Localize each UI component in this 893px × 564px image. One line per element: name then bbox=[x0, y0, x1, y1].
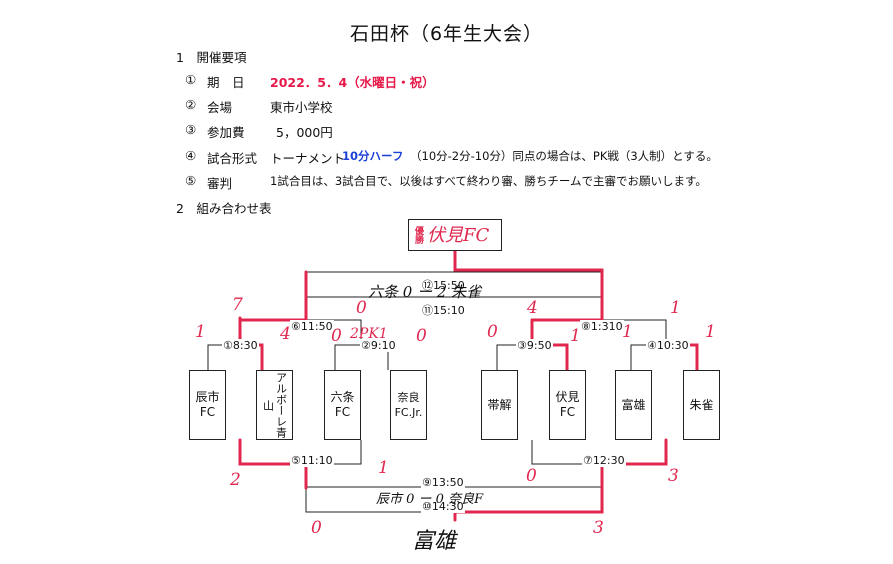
page-title: 石田杯（6年生大会） bbox=[349, 23, 544, 45]
score-m4-left: 1 bbox=[622, 322, 633, 342]
item-2-num: ② bbox=[185, 97, 197, 112]
match-12-label: ⑫15:50 bbox=[421, 277, 466, 293]
third-place-winner: 富雄 bbox=[412, 529, 457, 554]
item-1-label: 期 日 bbox=[207, 75, 245, 90]
match-5-label: ⑤11:10 bbox=[290, 454, 334, 467]
champion-label: 優勝 bbox=[413, 226, 423, 244]
section-heading-requirements: 1 開催要項 bbox=[176, 50, 247, 65]
item-5-label: 審判 bbox=[207, 176, 233, 191]
score-m1-left: 1 bbox=[195, 322, 206, 342]
score-m5-left: 2 bbox=[230, 470, 241, 490]
score-m7-right: 3 bbox=[668, 466, 679, 486]
item-3-value: 5，000円 bbox=[276, 125, 333, 140]
item-2-label: 会場 bbox=[207, 100, 233, 115]
champion-box: 優勝 伏見FC bbox=[408, 219, 502, 251]
score-m6-right: 0 bbox=[356, 298, 367, 318]
score-m3-right: 1 bbox=[570, 326, 581, 346]
score-m3-left: 0 bbox=[487, 322, 498, 342]
team-box-nara: 奈良 FC.Jr. bbox=[390, 370, 427, 440]
match-1-label: ①8:30 bbox=[222, 339, 259, 352]
team-box-rokujo: 六条 FC bbox=[324, 370, 361, 440]
score-m10-right: 3 bbox=[593, 518, 604, 538]
match-6-label: ⑥11:50 bbox=[290, 320, 334, 333]
score-m2-right: 0 bbox=[416, 326, 427, 346]
item-4-value-c: （10分-2分-10分）同点の場合は、PK戦（3人制）とする。 bbox=[410, 149, 718, 163]
score-m5-right: 1 bbox=[378, 458, 389, 478]
match-8-label: ⑧1:310 bbox=[580, 320, 624, 333]
score-m2-left: 0 bbox=[331, 326, 342, 346]
match-4-label: ④10:30 bbox=[646, 339, 690, 352]
score-m2-pk: 2PK1 bbox=[350, 326, 388, 342]
team-box-obitoke: 帯解 bbox=[481, 370, 518, 440]
item-2-value: 東市小学校 bbox=[270, 100, 333, 115]
item-1-num: ① bbox=[185, 72, 197, 87]
match-3-label: ③9:50 bbox=[516, 339, 553, 352]
third-place-result: 辰市 0 ー 0 奈良F bbox=[376, 492, 484, 507]
match-7-label: ⑦12:30 bbox=[582, 454, 626, 467]
item-4-num: ④ bbox=[185, 148, 197, 163]
match-11-label: ⑪15:10 bbox=[421, 302, 466, 318]
item-5-value: 1試合目は、3試合目で、以後はすべて終わり審、勝ちチームで主審でお願いします。 bbox=[270, 174, 707, 188]
match-2-label: ②9:10 bbox=[360, 339, 397, 352]
score-m10-left: 0 bbox=[311, 518, 322, 538]
score-m8-right: 1 bbox=[670, 298, 681, 318]
score-m6-left: 7 bbox=[232, 295, 243, 315]
item-1-value: 2022．5．4（水曜日・祝） bbox=[270, 75, 435, 90]
item-5-num: ⑤ bbox=[185, 173, 197, 188]
item-4-label: 試合形式 bbox=[207, 151, 258, 166]
team-box-tatsuichi: 辰市 FC bbox=[189, 370, 226, 440]
score-m8-left: 4 bbox=[527, 298, 538, 318]
score-m7-left: 0 bbox=[526, 466, 537, 486]
team-box-fushimi: 伏見 FC bbox=[549, 370, 586, 440]
item-3-num: ③ bbox=[185, 122, 197, 137]
score-m1-right: 4 bbox=[280, 324, 291, 344]
team-box-arbore-aoyama: アルボーレ青山 bbox=[256, 370, 293, 440]
score-m4-right: 1 bbox=[705, 322, 716, 342]
section-heading-bracket: 2 組み合わせ表 bbox=[176, 201, 272, 216]
team-box-suzaku: 朱雀 bbox=[683, 370, 720, 440]
match-9-label: ⑨13:50 bbox=[421, 476, 465, 489]
final-result: 六条 0 ー 2 朱雀 bbox=[368, 283, 482, 301]
champion-name: 伏見FC bbox=[427, 224, 490, 246]
item-4-value-a: トーナメント bbox=[270, 151, 346, 166]
team-box-tomio: 富雄 bbox=[615, 370, 652, 440]
item-4-value-b: 10分ハーフ bbox=[342, 149, 404, 163]
item-3-label: 参加費 bbox=[207, 125, 245, 140]
match-10-label: ⑩14:30 bbox=[421, 500, 465, 513]
team-label-arbore-aoyama: アルボーレ青山 bbox=[261, 372, 288, 438]
